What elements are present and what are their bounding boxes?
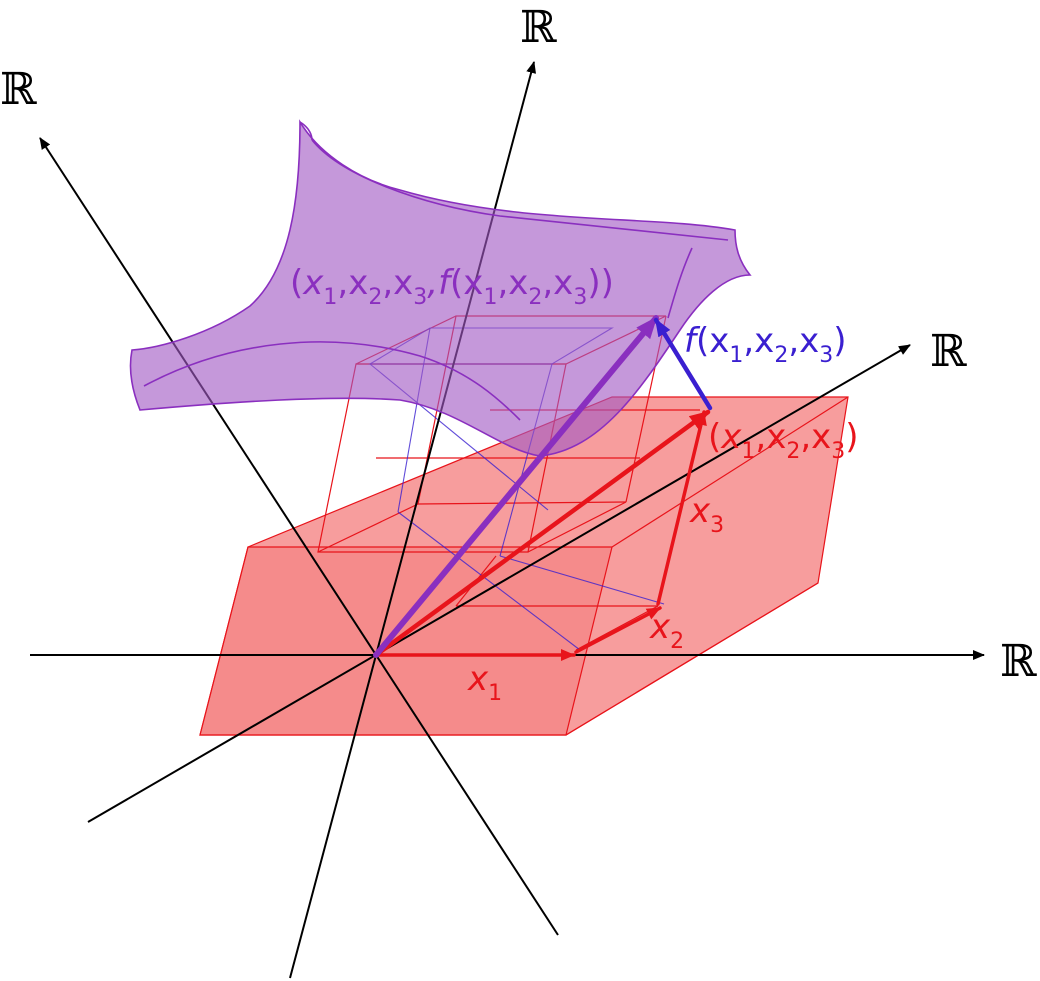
vector-graph-point [373,315,659,658]
axis-label-right-upper: ℝ [930,326,967,377]
axis-label-top: ℝ [520,2,557,53]
vector-point [373,409,711,658]
vector-f-value [653,317,713,411]
axis-diagonal [39,137,559,936]
label-point: (x1,x2,x3) [708,417,859,464]
axis-label-right: ℝ [1000,636,1037,687]
vectors [373,315,713,661]
vector-x2 [574,606,662,654]
label-x1: x1 [467,659,502,706]
label-x3: x3 [689,491,724,538]
label-graph-point: (x1,x2,x3,f(x1,x2,x3)) [290,263,614,310]
vector-x3 [656,410,707,606]
axis-label-top-left: ℝ [0,64,37,115]
slab-front-face [199,546,613,736]
axis-depth [87,344,911,823]
label-x2: x2 [649,607,684,654]
label-f-value: f(x1,x2,x3) [684,321,847,368]
